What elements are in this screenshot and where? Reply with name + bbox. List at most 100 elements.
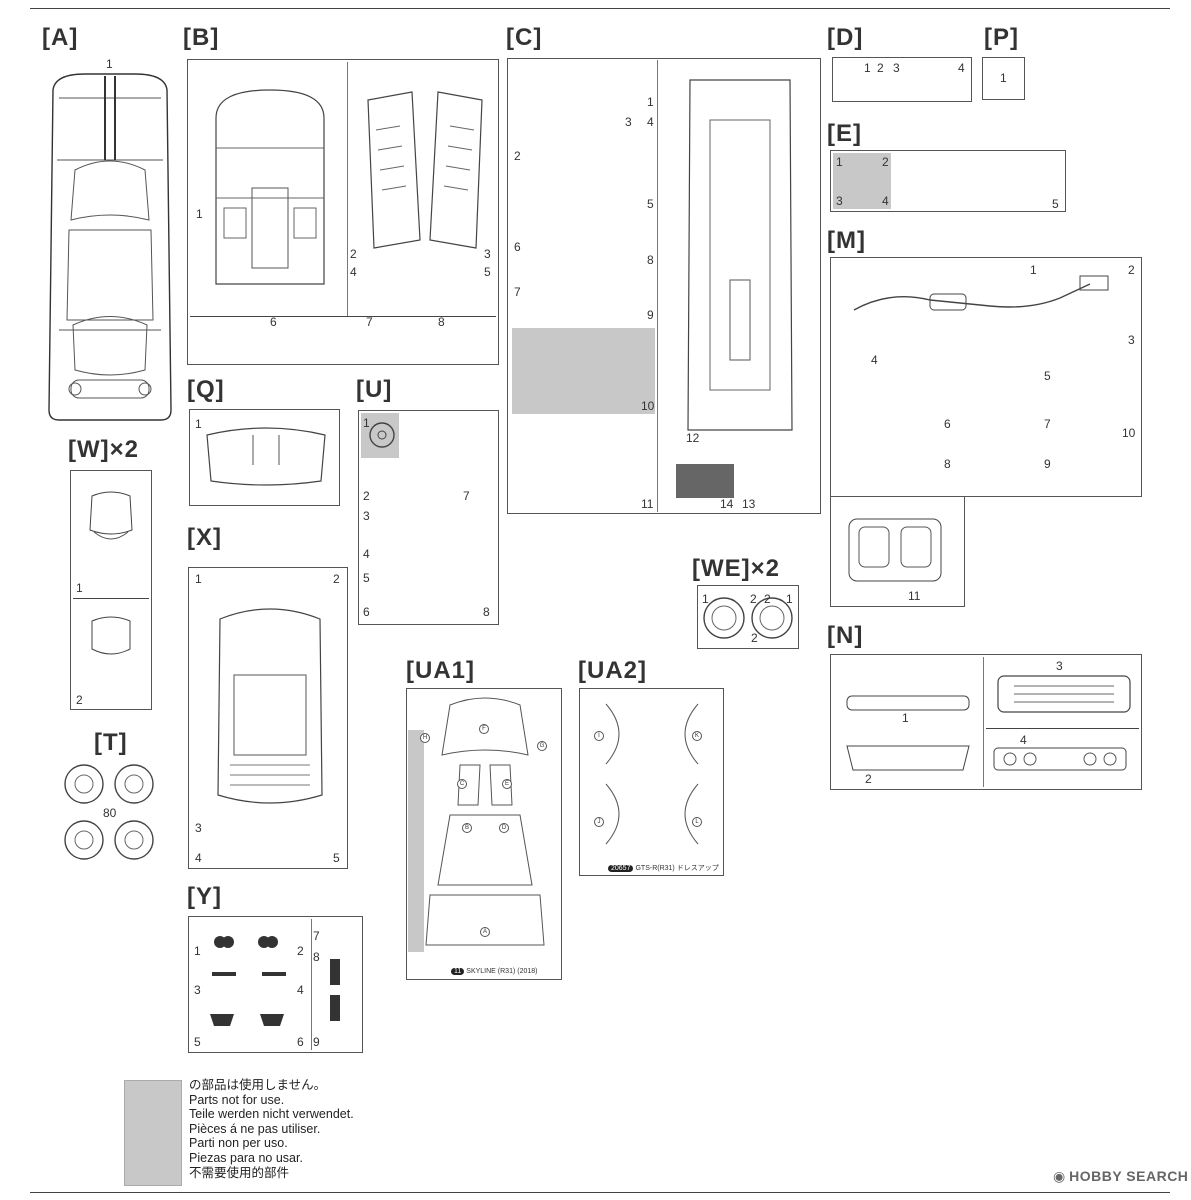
part-we-2a: 2 bbox=[750, 592, 757, 606]
watermark: ◉ HOBBY SEARCH bbox=[1053, 1168, 1188, 1185]
part-c-8: 8 bbox=[647, 253, 654, 267]
decal-ua1-A: A bbox=[480, 927, 490, 937]
part-c-4: 4 bbox=[647, 115, 654, 129]
section-label-d: [D] bbox=[827, 24, 864, 51]
sprue-c-runner bbox=[657, 60, 658, 512]
sprue-y-runner bbox=[311, 919, 312, 1050]
section-label-a: [A] bbox=[42, 24, 79, 51]
lens-strips-drawing bbox=[330, 959, 340, 1021]
part-c-14: 14 bbox=[720, 497, 734, 511]
part-e-2: 2 bbox=[882, 155, 889, 169]
part-m-4: 4 bbox=[871, 353, 878, 367]
decal-ua2-J: J bbox=[594, 817, 604, 827]
legend-jp: の部品は使用しません。 bbox=[189, 1078, 327, 1092]
decal-ua2-I: I bbox=[594, 731, 604, 741]
part-y-1: 1 bbox=[194, 944, 201, 958]
part-d-2: 2 bbox=[877, 61, 884, 75]
sprue-e-frame bbox=[830, 150, 1066, 212]
part-we-1b: 1 bbox=[786, 592, 793, 606]
chassis-drawing bbox=[687, 79, 793, 431]
part-m-5: 5 bbox=[1044, 369, 1051, 383]
decal-ua2-L: L bbox=[692, 817, 702, 827]
part-we-2b: 2 bbox=[764, 592, 771, 606]
section-label-b: [B] bbox=[183, 24, 220, 51]
legend-en: Parts not for use. bbox=[189, 1092, 285, 1107]
part-b-2: 2 bbox=[350, 247, 357, 261]
part-e-5: 5 bbox=[1052, 197, 1059, 211]
decal-ua1-badge: 11 bbox=[451, 968, 465, 975]
part-m-3: 3 bbox=[1128, 333, 1135, 347]
part-b-6: 6 bbox=[270, 315, 277, 329]
decal-ua1-frame bbox=[406, 688, 562, 980]
front-grille-drawing bbox=[997, 675, 1131, 713]
bumper-drawing bbox=[846, 745, 970, 771]
unused-shade-c10 bbox=[512, 328, 655, 414]
part-m-2: 2 bbox=[1128, 263, 1135, 277]
part-t-80: 80 bbox=[103, 806, 117, 820]
floor-pan-drawing bbox=[215, 89, 325, 285]
section-label-u: [U] bbox=[356, 376, 393, 403]
part-b-1: 1 bbox=[196, 207, 203, 221]
section-label-we: [WE]×2 bbox=[692, 555, 781, 582]
sprue-u-frame bbox=[358, 410, 499, 625]
tail-panel-drawing bbox=[993, 747, 1127, 771]
part-y-7: 7 bbox=[313, 929, 320, 943]
part-n-3: 3 bbox=[1056, 659, 1063, 673]
part-y-9: 9 bbox=[313, 1035, 320, 1049]
part-y-5: 5 bbox=[194, 1035, 201, 1049]
section-label-t: [T] bbox=[94, 729, 128, 756]
part-y-3: 3 bbox=[194, 983, 201, 997]
part-e-1: 1 bbox=[836, 155, 843, 169]
part-c-7: 7 bbox=[514, 285, 521, 299]
section-label-w: [W]×2 bbox=[68, 436, 139, 463]
part-d-1: 1 bbox=[864, 61, 871, 75]
section-label-n: [N] bbox=[827, 622, 864, 649]
sprue-w-runner bbox=[73, 598, 149, 599]
decal-ua1-D: D bbox=[499, 823, 509, 833]
part-x-5: 5 bbox=[333, 851, 340, 865]
sprue-q-frame bbox=[189, 409, 340, 506]
part-y-2: 2 bbox=[297, 944, 304, 958]
part-c-9: 9 bbox=[647, 308, 654, 322]
body-shell-drawing bbox=[48, 73, 172, 421]
part-u-1: 1 bbox=[363, 416, 370, 430]
part-w-2: 2 bbox=[76, 693, 83, 707]
watermark-brand: HOBBY SEARCH bbox=[1069, 1168, 1189, 1184]
part-c-5: 5 bbox=[647, 197, 654, 211]
part-c-1: 1 bbox=[647, 95, 654, 109]
unused-shade-u1 bbox=[361, 413, 399, 458]
sprue-c-frame bbox=[507, 58, 821, 514]
decal-ua1-F: F bbox=[479, 724, 489, 734]
sprue-m-frame bbox=[830, 257, 1142, 497]
part-c-12: 12 bbox=[686, 431, 700, 445]
part-u-2: 2 bbox=[363, 489, 370, 503]
ua2-decal-outline bbox=[605, 703, 699, 845]
part-u-4: 4 bbox=[363, 547, 370, 561]
tail-lens-drawing bbox=[91, 616, 131, 655]
sprue-b-frame bbox=[187, 59, 499, 365]
part-m-8: 8 bbox=[944, 457, 951, 471]
part-y-6: 6 bbox=[297, 1035, 304, 1049]
hood-drawing bbox=[206, 427, 326, 486]
legend-zh: 不需要使用的部件 bbox=[189, 1165, 290, 1180]
part-m-11: 11 bbox=[908, 589, 921, 603]
part-w-1: 1 bbox=[76, 581, 83, 595]
part-c-3: 3 bbox=[625, 115, 632, 129]
unused-shade-e bbox=[833, 153, 891, 209]
part-b-4: 4 bbox=[350, 265, 357, 279]
part-b-7: 7 bbox=[366, 315, 373, 329]
decal-ua1-C: C bbox=[457, 779, 467, 789]
headlight-lens-drawing bbox=[89, 491, 133, 540]
part-d-3: 3 bbox=[893, 61, 900, 75]
unused-shade-ua1 bbox=[408, 730, 424, 952]
part-x-4: 4 bbox=[195, 851, 202, 865]
steering-wheel-drawing bbox=[369, 422, 395, 448]
decal-ua2-K: K bbox=[692, 731, 702, 741]
sprue-we-frame bbox=[697, 585, 799, 649]
part-c-13: 13 bbox=[742, 497, 756, 511]
part-u-5: 5 bbox=[363, 571, 370, 585]
part-we-1a: 1 bbox=[702, 592, 709, 606]
part-q-1: 1 bbox=[195, 417, 202, 431]
seats-drawing bbox=[848, 518, 942, 582]
